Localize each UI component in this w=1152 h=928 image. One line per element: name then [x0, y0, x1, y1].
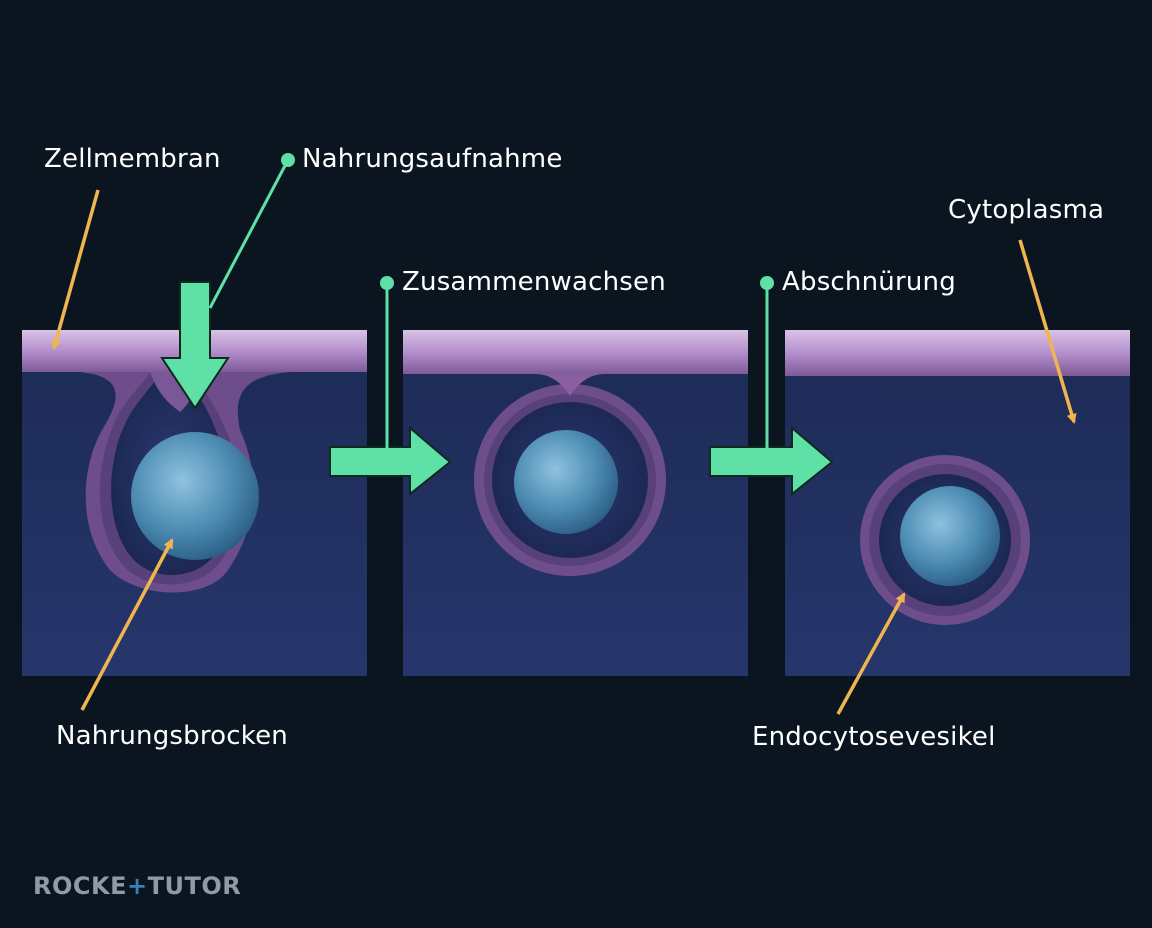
arrow-vesicle [836, 592, 906, 715]
label-food-intake: Nahrungsaufnahme [302, 144, 563, 174]
dot-fusion [380, 276, 394, 290]
label-cell-membrane: Zellmembran [44, 144, 221, 174]
dot-food-intake [281, 153, 295, 167]
logo-plus: + [127, 872, 148, 900]
label-vesicle: Endocytosevesikel [752, 722, 996, 752]
food-particle [131, 432, 259, 560]
label-fusion: Zusammenwachsen [402, 267, 666, 297]
panel-pinch-off [785, 330, 1130, 676]
panel-fusion [403, 330, 748, 676]
arrow-cytoplasm [1018, 239, 1077, 424]
step-arrow-2 [709, 425, 834, 497]
label-cytoplasm: Cytoplasma [948, 195, 1105, 225]
intake-arrow [160, 281, 230, 410]
food-particle-2 [514, 430, 618, 534]
step-arrow-1 [329, 425, 452, 497]
logo-text-1: ROCKE [33, 872, 127, 900]
food-particle-3 [900, 486, 1000, 586]
arrow-cell-membrane [51, 189, 100, 350]
dot-pinch-off [760, 276, 774, 290]
label-pinch-off: Abschnürung [782, 267, 956, 297]
arrow-food-particle [80, 538, 174, 711]
brand-logo: ROCKE+TUTOR [33, 872, 241, 900]
label-food-particle: Nahrungsbrocken [56, 721, 288, 751]
logo-text-2: TUTOR [147, 872, 242, 900]
